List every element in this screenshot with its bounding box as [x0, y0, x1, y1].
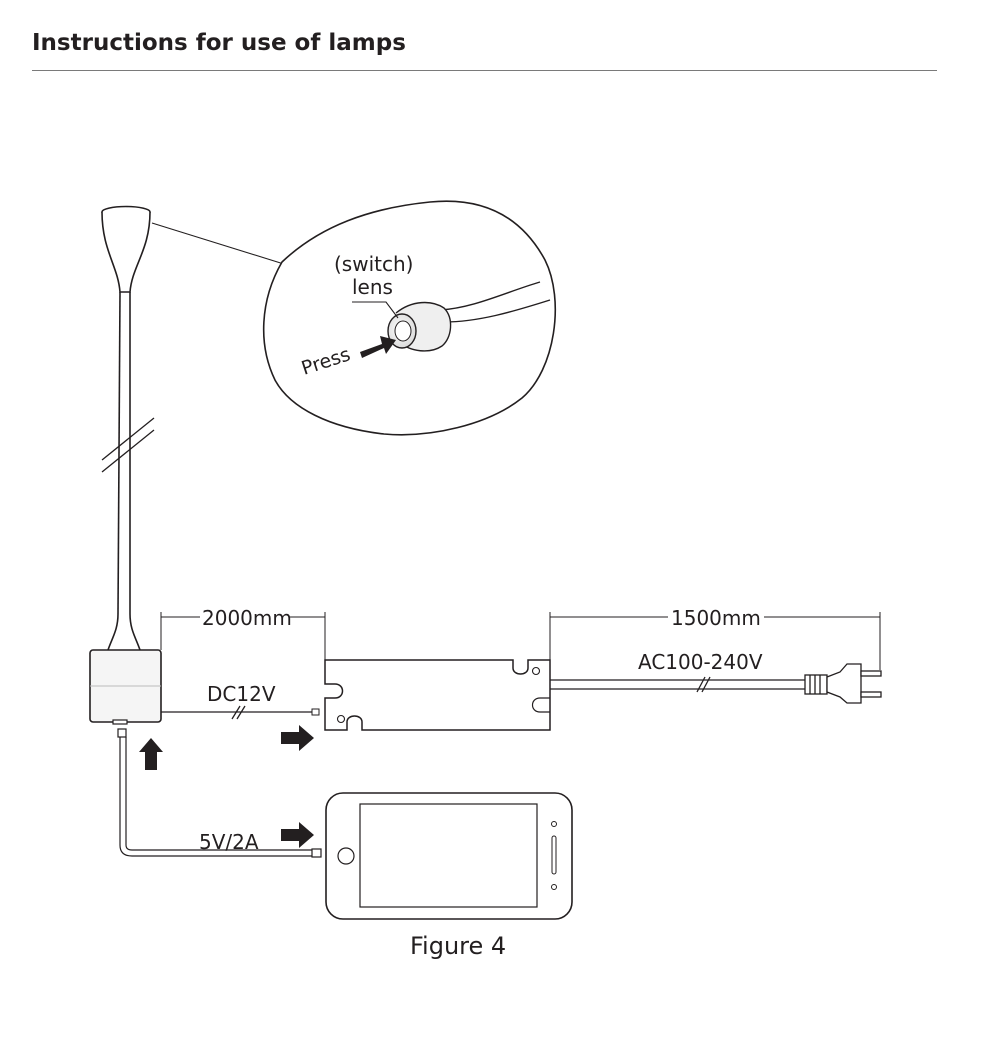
usb-cable	[117, 728, 322, 858]
lamp-head-closeup	[387, 281, 551, 352]
switch-callout: (switch) lens Press	[151, 200, 556, 436]
lens-label: lens	[352, 275, 393, 299]
usb-up-arrow-icon	[139, 738, 163, 770]
ac-cable	[550, 676, 805, 693]
lens-pointer-line	[352, 301, 399, 319]
phone-home-button	[337, 847, 355, 865]
dc-voltage-label: DC12V	[207, 682, 276, 706]
lamp-base-box	[89, 649, 162, 725]
dc-cable	[161, 705, 320, 720]
ac-voltage-label: AC100-240V	[638, 650, 763, 674]
lamp-head	[101, 205, 151, 293]
switch-label: (switch)	[334, 252, 413, 276]
phone-arrow-icon	[281, 822, 314, 848]
callout-leader-line	[151, 222, 288, 266]
page-title: Instructions for use of lamps	[32, 30, 406, 56]
smartphone	[325, 792, 573, 920]
dimension-2000mm	[160, 612, 326, 660]
gooseneck-arm	[107, 291, 141, 651]
ac-plug	[804, 663, 882, 704]
dimension-1500mm	[549, 612, 881, 670]
title-divider	[32, 70, 937, 71]
lamp-cable-length: 2000mm	[202, 606, 292, 630]
figure-caption: Figure 4	[410, 932, 506, 960]
press-arrow-icon	[360, 336, 396, 358]
led-driver	[324, 659, 551, 731]
usb-output-label: 5V/2A	[199, 830, 259, 854]
driver-arrow-icon	[281, 725, 314, 751]
lamp	[101, 205, 155, 651]
ac-cable-length: 1500mm	[671, 606, 761, 630]
break-mark	[101, 417, 155, 473]
